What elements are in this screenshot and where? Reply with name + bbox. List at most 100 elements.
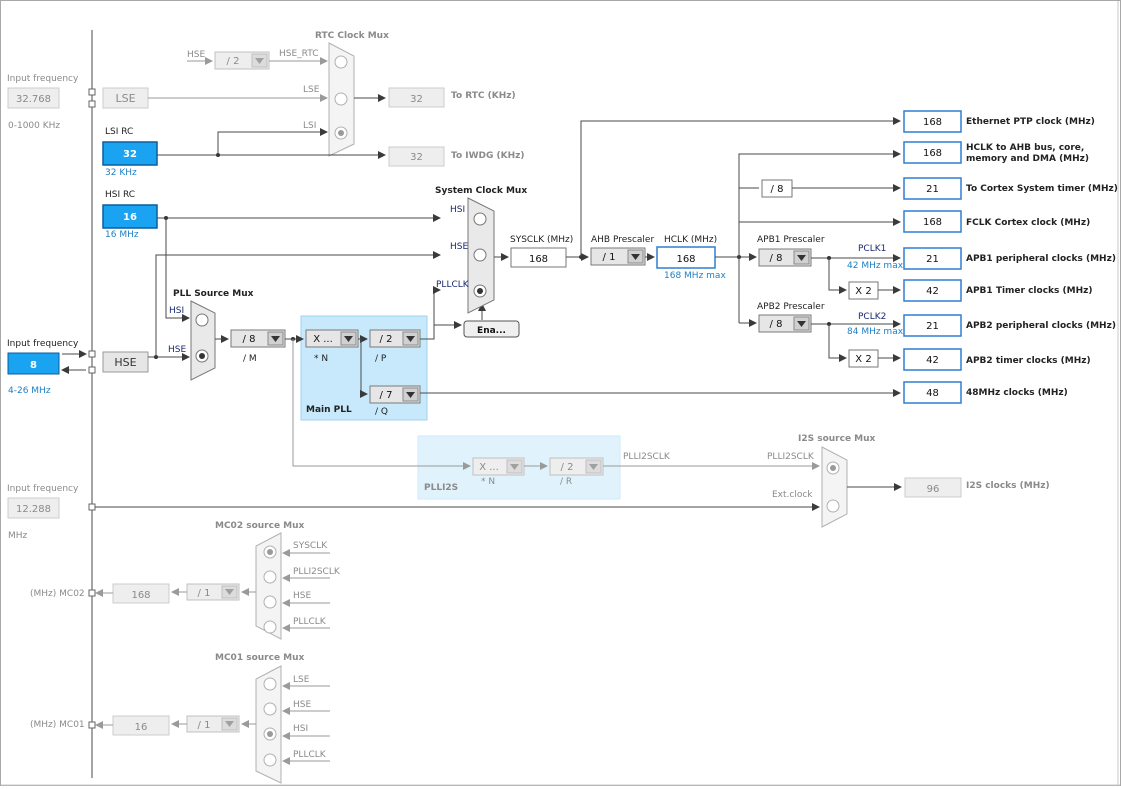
output-apb1-timer[interactable]: 42 bbox=[903, 279, 962, 302]
pll-m-dropdown[interactable]: / 8 bbox=[230, 329, 286, 348]
output-apb2-timer[interactable]: 42 bbox=[903, 348, 962, 371]
hclk-label: HCLK (MHz) bbox=[664, 235, 717, 245]
rtc-mux-lse-option[interactable] bbox=[334, 92, 348, 106]
svg-text:LSE: LSE bbox=[115, 92, 135, 105]
pll-source-mux-title: PLL Source Mux bbox=[173, 289, 254, 299]
i2s-output-label: I2S clocks (MHz) bbox=[966, 481, 1050, 491]
svg-text:42: 42 bbox=[926, 286, 939, 297]
pll-q-dropdown[interactable]: / 7 bbox=[369, 385, 421, 404]
mco1-source-mux-title: MC01 source Mux bbox=[215, 653, 305, 663]
pclk2-label: PCLK2 bbox=[858, 312, 886, 322]
svg-text:/ 8: / 8 bbox=[243, 334, 256, 345]
apb2-prescaler-dropdown[interactable]: / 8 bbox=[758, 314, 812, 333]
m-to-plli2s-wire bbox=[292, 339, 471, 470]
chevron-down-icon bbox=[344, 336, 353, 342]
hse-input-frequency-label: Input frequency bbox=[7, 339, 79, 349]
sysmux-hsi-option[interactable] bbox=[473, 212, 487, 226]
svg-text:X 2: X 2 bbox=[855, 286, 871, 297]
sysmux-pllclk-selected-dot bbox=[477, 288, 483, 294]
pclk1-label: PCLK1 bbox=[858, 244, 886, 254]
output-cortex-timer[interactable]: 21 bbox=[903, 177, 962, 200]
plli2s-n-dropdown[interactable]: X ... bbox=[472, 457, 525, 476]
i2s-mux-ext-option[interactable] bbox=[826, 499, 840, 513]
svg-text:/ 2: / 2 bbox=[561, 462, 574, 473]
mco1-source-mux bbox=[255, 665, 282, 784]
sysmux-hsi-label: HSI bbox=[450, 205, 465, 215]
pll-n-dropdown[interactable]: X ... bbox=[305, 329, 359, 348]
chevron-down-icon bbox=[225, 721, 234, 727]
sysmux-hse-option[interactable] bbox=[473, 248, 487, 262]
mco1-hse-label: HSE bbox=[293, 700, 311, 710]
chevron-down-icon bbox=[406, 336, 415, 342]
hse-input-frequency-field[interactable]: 8 bbox=[7, 352, 60, 375]
apb2-prescaler-label: APB2 Prescaler bbox=[757, 302, 825, 312]
lse-input-frequency-field[interactable]: 32.768 bbox=[7, 87, 60, 109]
plli2s-r-label: / R bbox=[560, 477, 572, 487]
chevron-down-icon bbox=[589, 464, 598, 470]
mco1-divider-dropdown[interactable]: / 1 bbox=[186, 715, 240, 733]
ahb-prescaler-dropdown[interactable]: / 1 bbox=[590, 247, 646, 266]
output-apb1-peripheral[interactable]: 21 bbox=[903, 247, 962, 270]
output-apb1-peripheral-label: APB1 peripheral clocks (MHz) bbox=[966, 254, 1116, 264]
pll-source-mux bbox=[190, 300, 216, 381]
chevron-down-icon bbox=[406, 392, 415, 398]
apb1-prescaler-dropdown[interactable]: / 8 bbox=[758, 248, 812, 267]
output-fclk[interactable]: 168 bbox=[903, 210, 962, 233]
mco2-pllclk-option[interactable] bbox=[263, 620, 277, 634]
mco1-pllclk-label: PLLCLK bbox=[293, 750, 327, 760]
svg-text:168: 168 bbox=[923, 148, 942, 159]
pll-m-label: / M bbox=[243, 354, 257, 364]
pll-p-label: / P bbox=[375, 354, 387, 364]
enable-css-button[interactable]: Ena... bbox=[463, 320, 520, 338]
plli2sclk-out-label: PLLI2SCLK bbox=[623, 452, 671, 462]
output-cortex-timer-label: To Cortex System timer (MHz) bbox=[966, 184, 1118, 194]
plli2s-r-dropdown[interactable]: / 2 bbox=[549, 457, 604, 476]
lsi-rc-field[interactable]: 32 bbox=[102, 141, 158, 166]
pll-mux-hsi-option[interactable] bbox=[195, 313, 209, 327]
i2s-mux-plli2sclk-label: PLLI2SCLK bbox=[767, 452, 815, 462]
pll-q-label: / Q bbox=[375, 407, 388, 417]
mco2-hse-option[interactable] bbox=[263, 595, 277, 609]
output-apb2-peripheral[interactable]: 21 bbox=[903, 314, 962, 337]
mco2-source-mux-title: MC02 source Mux bbox=[215, 521, 305, 531]
mco1-pllclk-option[interactable] bbox=[263, 753, 277, 767]
output-48mhz[interactable]: 48 bbox=[903, 381, 962, 404]
svg-text:21: 21 bbox=[926, 184, 939, 195]
hse-rtc-divider-dropdown[interactable]: / 2 bbox=[214, 51, 270, 70]
svg-text:X ...: X ... bbox=[313, 334, 333, 345]
mco2-hse-label: HSE bbox=[293, 591, 311, 601]
apb1-prescaler-label: APB1 Prescaler bbox=[757, 235, 825, 245]
ahb-prescaler-label: AHB Prescaler bbox=[591, 235, 654, 245]
svg-text:48: 48 bbox=[926, 388, 939, 399]
chevron-down-icon bbox=[510, 464, 519, 470]
output-hclk-ahb[interactable]: 168 bbox=[903, 141, 962, 164]
rtc-output-field: 32 bbox=[388, 87, 445, 108]
hse-to-sysmux-wire bbox=[155, 251, 441, 357]
lsi-to-rtc-wire bbox=[217, 128, 328, 155]
mco2-divider-dropdown[interactable]: / 1 bbox=[186, 583, 240, 601]
rtc-hse-input-label: HSE bbox=[187, 50, 205, 60]
i2s-source-mux-title: I2S source Mux bbox=[798, 434, 876, 444]
rtc-mux-hse-option[interactable] bbox=[334, 55, 348, 69]
output-ethernet-ptp[interactable]: 168 bbox=[903, 110, 962, 133]
mco1-hse-option[interactable] bbox=[263, 702, 277, 716]
i2s-input-frequency-field[interactable]: 12.288 bbox=[7, 497, 60, 519]
mco2-value-field: 168 bbox=[112, 583, 170, 604]
svg-text:/ 2: / 2 bbox=[227, 56, 240, 67]
hclk-field[interactable]: 168 bbox=[656, 246, 716, 269]
chevron-down-icon bbox=[271, 336, 280, 342]
i2s-port bbox=[88, 503, 96, 511]
plli2s-n-label: * N bbox=[481, 477, 495, 487]
mco2-port bbox=[88, 589, 96, 597]
hse-port bbox=[88, 350, 96, 358]
svg-text:32: 32 bbox=[410, 94, 423, 105]
mco2-output-label: (MHz) MC02 bbox=[30, 589, 85, 599]
mco2-plli2sclk-option[interactable] bbox=[263, 570, 277, 584]
mco1-value-field: 16 bbox=[112, 715, 170, 736]
to-iwdg-label: To IWDG (KHz) bbox=[451, 151, 525, 161]
chevron-down-icon bbox=[255, 58, 264, 64]
hsi-rc-field[interactable]: 16 bbox=[102, 204, 158, 229]
pll-p-dropdown[interactable]: / 2 bbox=[369, 329, 421, 348]
svg-text:/ 8: / 8 bbox=[770, 253, 783, 264]
mco1-lse-option[interactable] bbox=[263, 677, 277, 691]
